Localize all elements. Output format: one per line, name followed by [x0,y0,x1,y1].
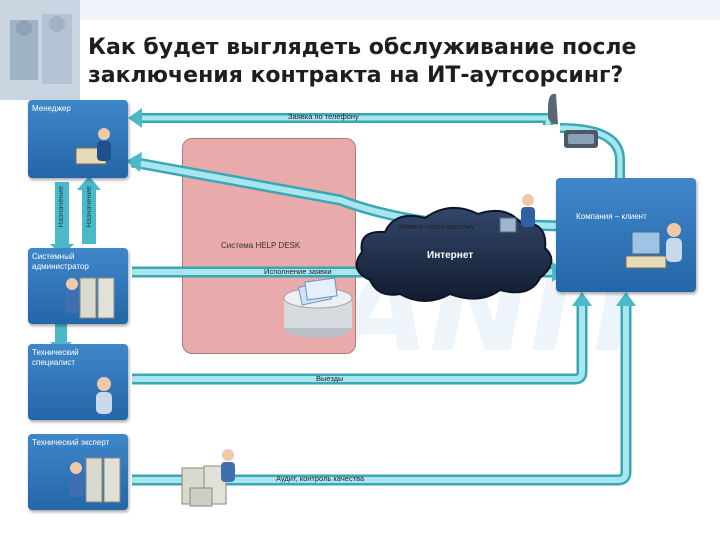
flow-label-assign-left: Назначение [56,186,65,228]
database-icon [283,277,353,338]
role-box-sysadmin: Системный администратор [28,248,128,324]
flow-label-execution: Исполнение заявки [264,267,332,276]
client-label: Компания – клиент [576,212,647,221]
user-computer-icon [499,194,535,233]
role-box-tech-specialist: Технический специалист [28,344,128,420]
tech-specialist-icon [96,377,112,414]
flow-label-system: Заявка через систему [398,222,475,231]
role-box-manager: Менеджер [28,100,128,178]
arrow-phone-request [128,108,625,178]
manager-label: Менеджер [32,104,71,113]
arrow-audit [132,292,636,486]
tech-expert-icon [69,457,121,503]
arrow-visits [132,292,592,385]
sysadmin-label: Системный администратор [32,252,89,271]
internet-label: Интернет [427,250,474,261]
slide-title: Как будет выглядеть обслуживание после з… [88,34,708,90]
role-box-client: Компания – клиент [556,178,696,292]
helpdesk-label: Система HELP DESK [221,241,301,250]
manager-icon [75,128,111,165]
client-icon [625,223,682,269]
flow-label-assign-right: Назначение [84,186,93,228]
phone-icon [548,93,598,148]
flow-label-audit: Аудит, контроль качества [276,474,365,483]
flow-label-visits: Выезды [316,374,344,383]
flow-label-phone: Заявка по телефону [288,112,359,121]
tech-specialist-label: Технический специалист [32,348,79,367]
sysadmin-icon [65,277,115,319]
title-line-1: Как будет выглядеть обслуживание после [88,35,637,60]
server-rack-icon [181,449,235,507]
arrow-assign-right [77,176,101,244]
role-box-tech-expert: Технический эксперт [28,434,128,510]
title-line-2: заключения контракта на ИТ-аутсорсинг? [88,63,624,88]
tech-expert-label: Технический эксперт [32,438,110,447]
